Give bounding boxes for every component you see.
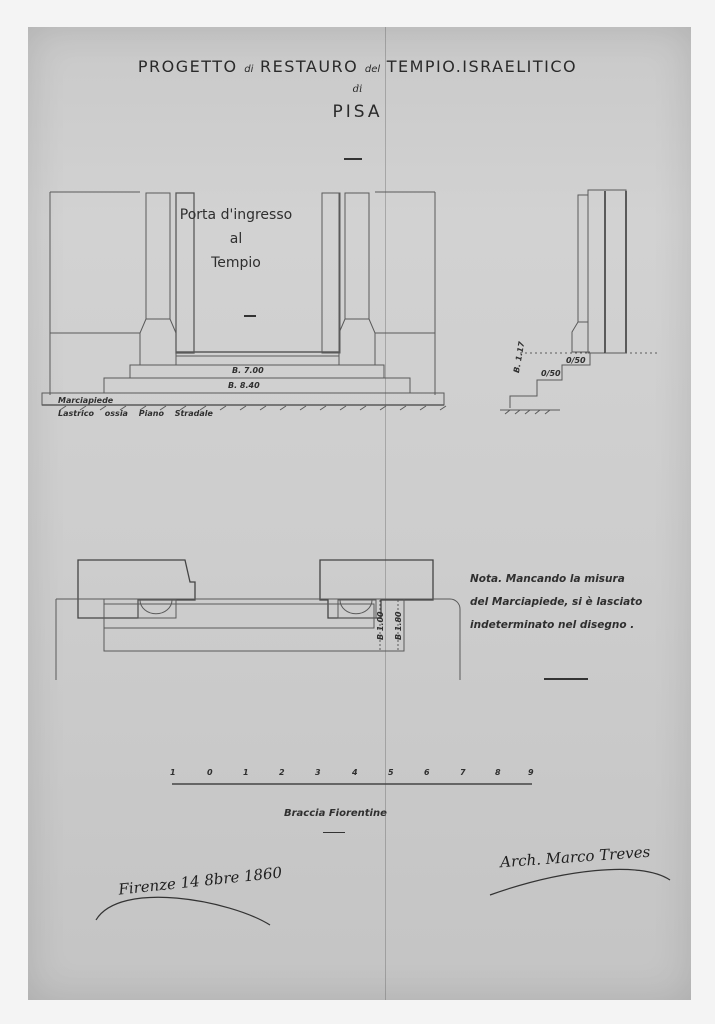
- title-line-2: di: [352, 84, 363, 95]
- scale-underline: [323, 832, 345, 833]
- door-label: Porta d'ingresso al Tempio: [176, 203, 296, 275]
- scale-tick: 1: [170, 768, 176, 777]
- note-line: indeterminato nel disegno .: [470, 619, 635, 631]
- scale-tick: 0: [207, 768, 213, 777]
- step-dimension-upper: B. 7.00: [232, 366, 264, 375]
- title-city: PISA: [332, 102, 383, 122]
- drawing-sheet: [28, 27, 691, 1000]
- fold-line: [385, 27, 386, 1000]
- title-line-1: PROGETTO di RESTAURO del TEMPIO.ISRAELIT…: [0, 57, 715, 76]
- scale-tick: 7: [460, 768, 466, 777]
- scale-tick: 6: [424, 768, 430, 777]
- scale-tick: 8: [495, 768, 501, 777]
- title-word: di: [244, 64, 254, 75]
- door-label-underline: [244, 315, 256, 317]
- note-line: Nota. Mancando la misura: [470, 573, 625, 585]
- scale-tick: 9: [528, 768, 534, 777]
- scale-tick: 5: [388, 768, 394, 777]
- title-word: TEMPIO.ISRAELITICO: [386, 57, 578, 76]
- title-underline: [344, 158, 362, 160]
- title-word: RESTAURO: [259, 57, 359, 76]
- door-label-line: Porta d'ingresso: [179, 207, 293, 223]
- drawing-note: Nota. Mancando la misura del Marciapiede…: [470, 568, 670, 637]
- scale-tick: 3: [315, 768, 321, 777]
- door-label-line: al: [229, 231, 243, 247]
- profile-step-dimension: 0/50: [566, 356, 586, 365]
- street-level-label: Lastrico ossia Piano Stradale: [58, 409, 213, 418]
- door-label-line: Tempio: [211, 255, 261, 271]
- note-underline: [544, 678, 588, 680]
- scale-tick: 2: [279, 768, 285, 777]
- step-dimension-lower: B. 8.40: [228, 381, 260, 390]
- scale-tick: 1: [243, 768, 249, 777]
- note-line: del Marciapiede, si è lasciato: [470, 596, 643, 608]
- profile-step-dimension: 0/50: [541, 369, 561, 378]
- title-word: del: [364, 64, 381, 75]
- scale-tick: 4: [352, 768, 358, 777]
- sidewalk-label: Marciapiede: [58, 396, 114, 405]
- scale-label: Braccia Fiorentine: [284, 808, 387, 819]
- title-word: PROGETTO: [137, 57, 238, 76]
